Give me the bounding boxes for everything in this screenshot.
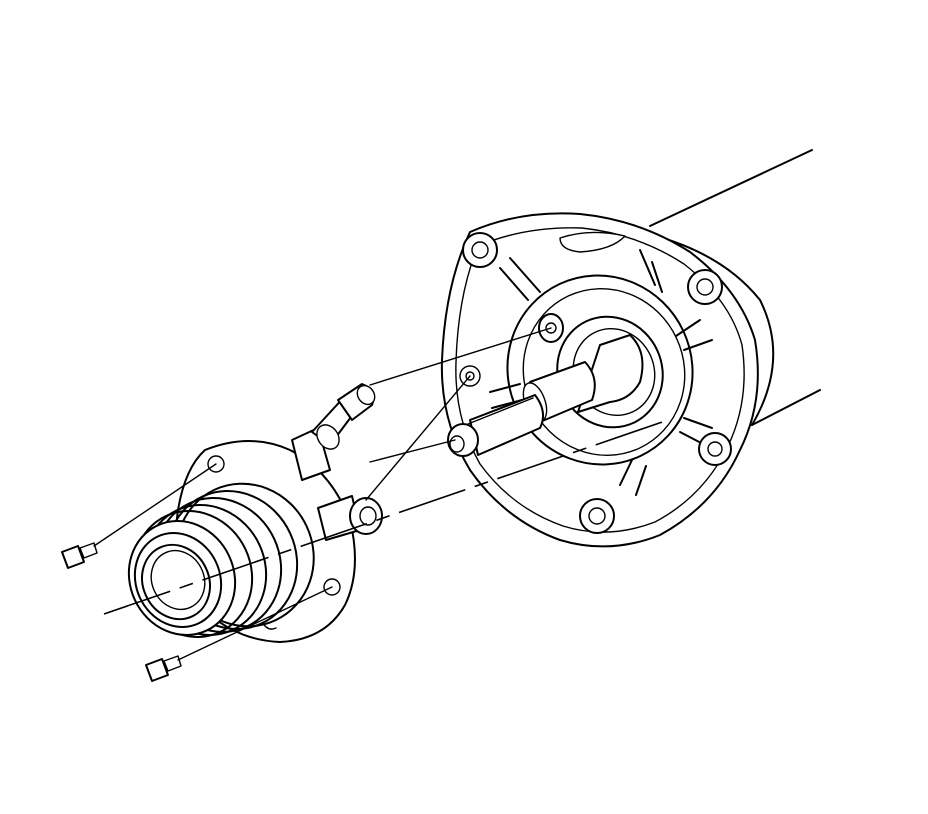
- stud-line-lower: [365, 375, 471, 501]
- clutch-actuator-cylinder: [127, 383, 383, 643]
- mounting-bolt-lower: [145, 655, 182, 682]
- bolt-line-lower: [177, 586, 333, 661]
- boss-bottom: [579, 498, 615, 534]
- transmission-housing-outline: [639, 149, 821, 426]
- hydraulic-line-fitting: [291, 383, 376, 481]
- bolt-line-upper: [93, 463, 217, 547]
- alignment-lines: [93, 327, 669, 661]
- shaft-line: [369, 439, 456, 463]
- release-bearing: [133, 532, 223, 628]
- boss-right: [687, 269, 723, 305]
- boss-lower-right: [698, 432, 732, 466]
- centerline: [103, 419, 669, 615]
- boss-top-left: [462, 232, 498, 268]
- mounting-bolt-upper: [61, 542, 98, 569]
- input-shaft: [447, 334, 644, 457]
- stud-line-upper: [369, 327, 552, 386]
